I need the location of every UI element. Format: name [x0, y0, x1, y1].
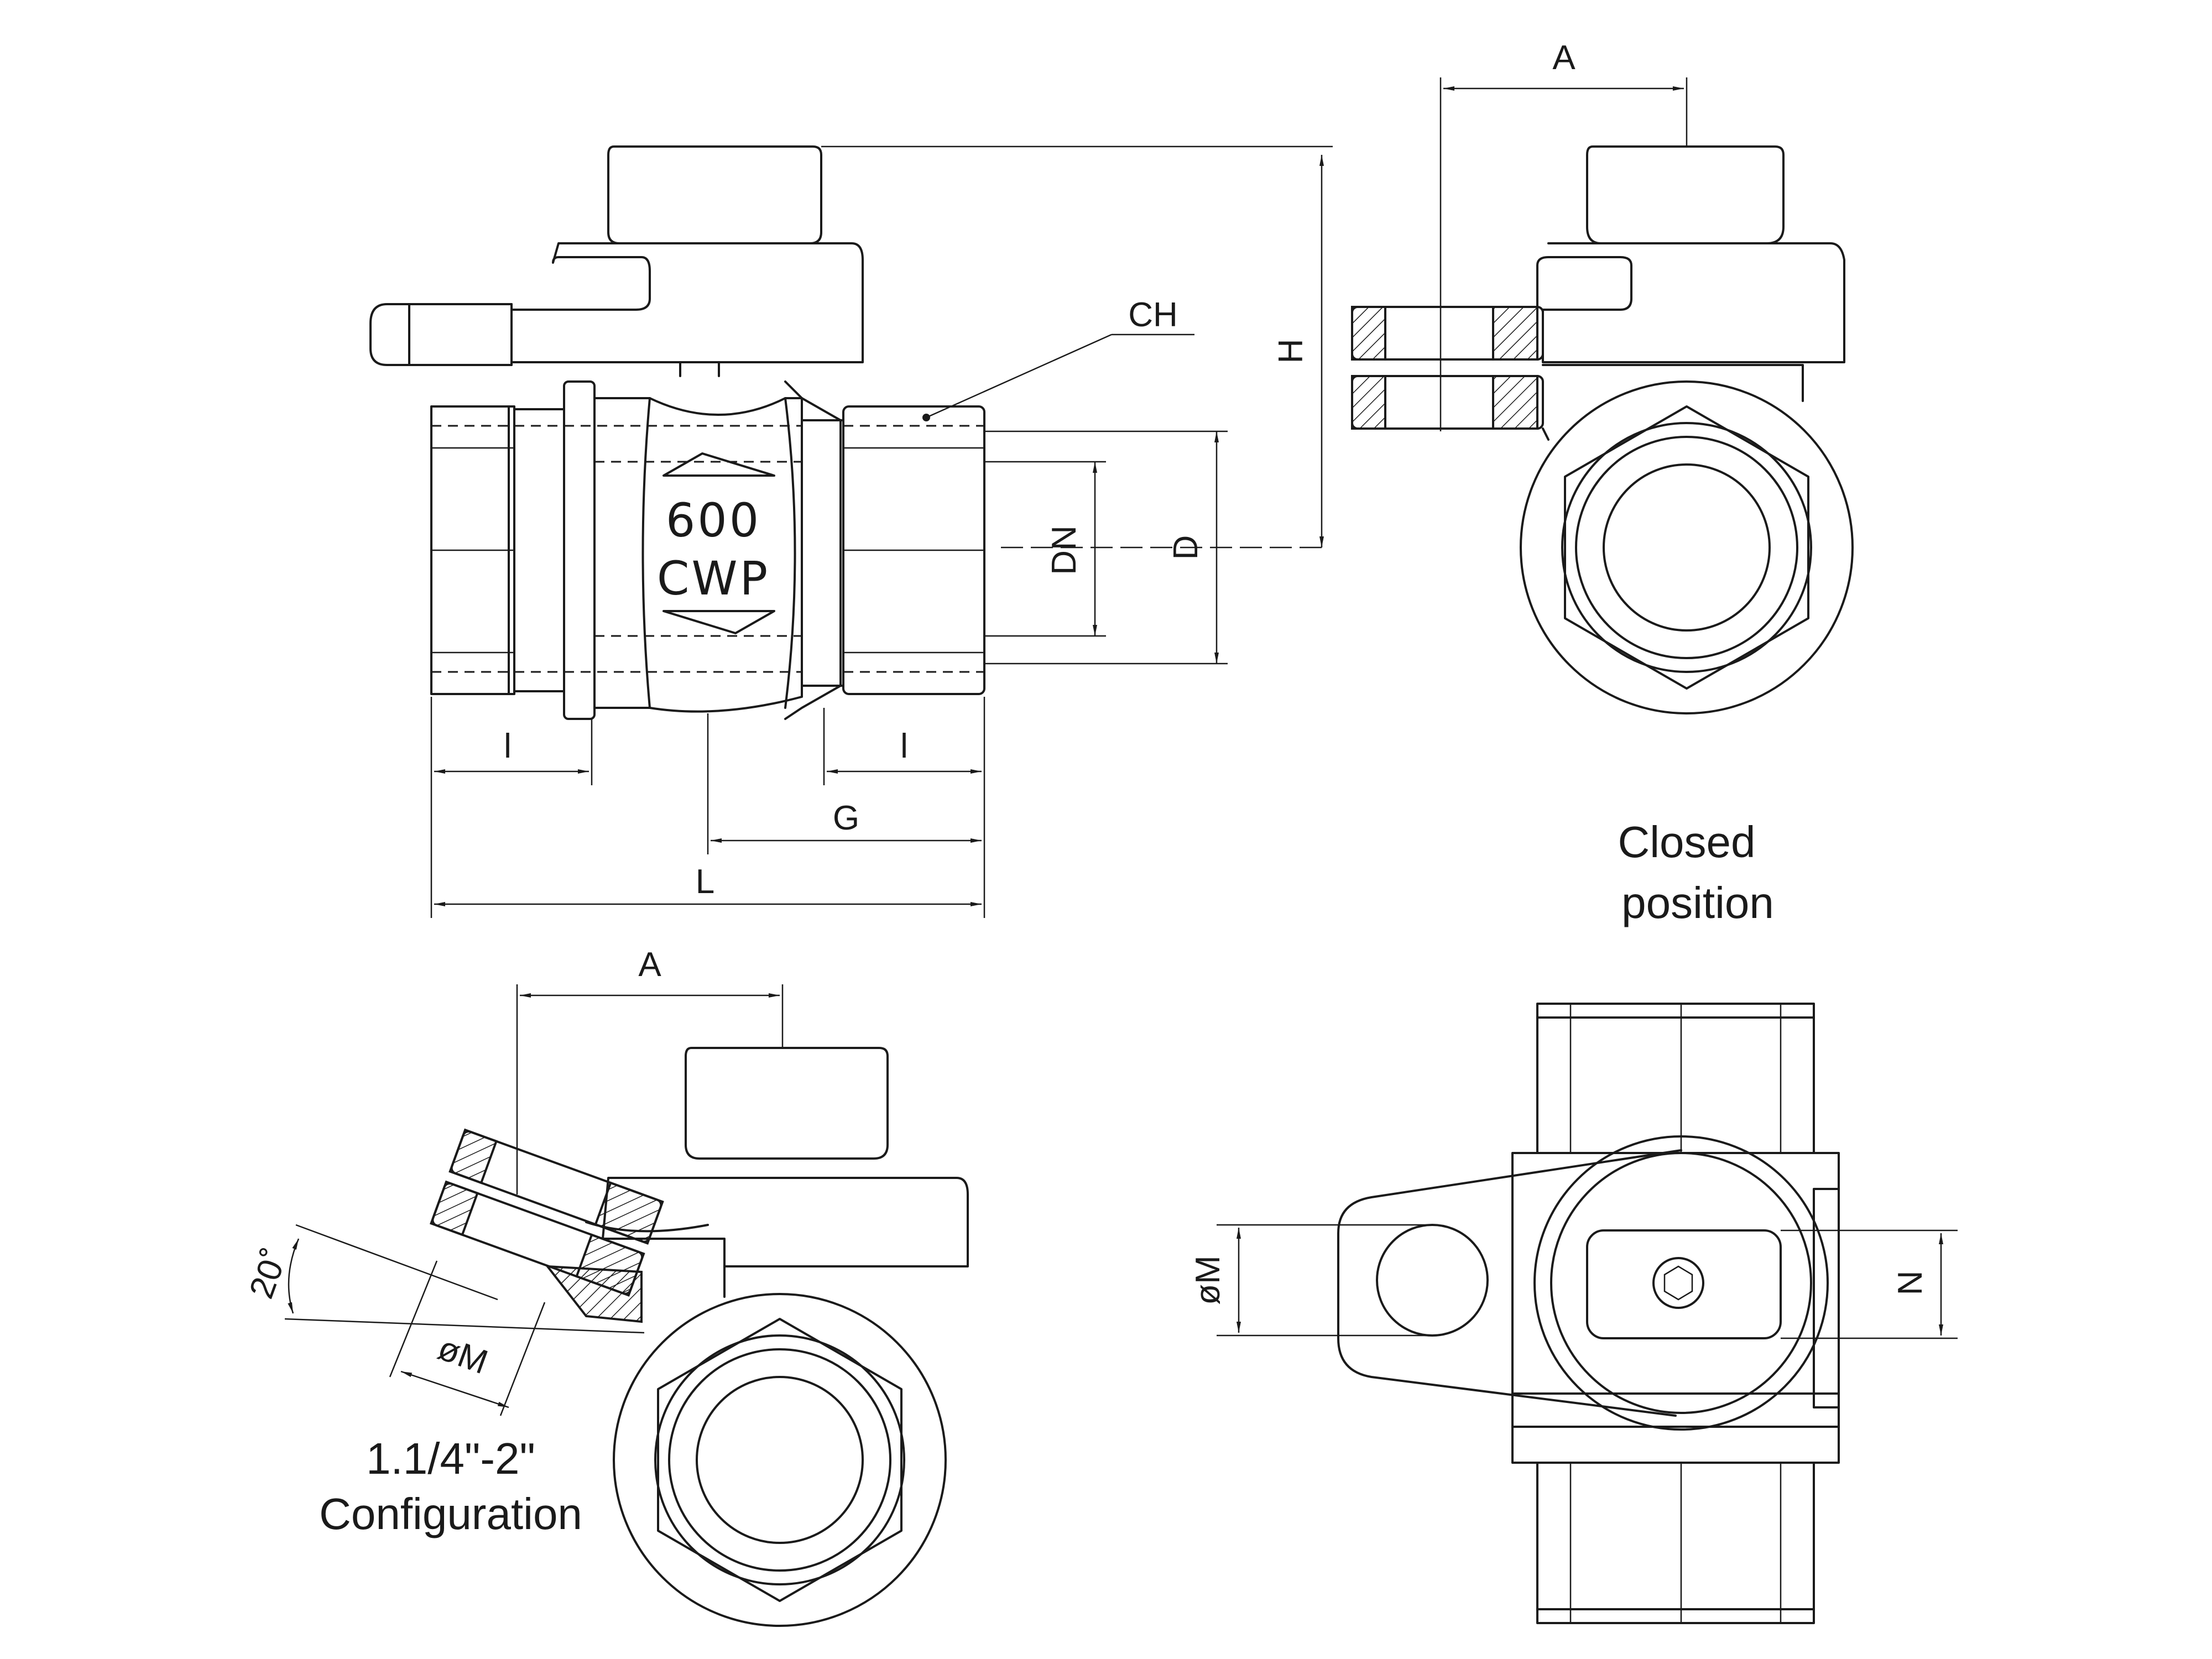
- angle-label: 20˚: [242, 1244, 295, 1303]
- config-handle-cap: [685, 1047, 889, 1160]
- m-bottom-left-label: øM: [433, 1329, 493, 1381]
- flow-arrow-bottom: [662, 610, 775, 634]
- handle-cap-side: [1586, 145, 1785, 244]
- left-flange: [513, 408, 565, 692]
- config-bore: [696, 1376, 864, 1544]
- config-line2: Configuration: [319, 1489, 582, 1538]
- side-outer-circle: [1520, 380, 1854, 714]
- config-outer-circle: [613, 1293, 947, 1627]
- pressure-unit: CWP: [657, 551, 770, 606]
- flow-arrow-top: [662, 452, 775, 477]
- m-bottom-right-label: øM: [1189, 1255, 1227, 1305]
- side-view-closed: A Closed position: [1351, 39, 1854, 927]
- front-view: 600 CWP CH DN D H l l G L: [369, 145, 1333, 918]
- handle-cap: [607, 145, 822, 244]
- hex-socket: [1652, 1257, 1704, 1309]
- l-total-label: L: [696, 863, 714, 901]
- handle-body: [510, 242, 864, 363]
- a-bottom-label: A: [638, 946, 661, 984]
- g-label: G: [833, 799, 859, 837]
- side-bore: [1603, 463, 1771, 632]
- top-view-lever: [1337, 1149, 1682, 1417]
- closed-line1: Closed: [1618, 817, 1755, 867]
- lever-hole: [1376, 1224, 1489, 1337]
- side-hex: [1564, 405, 1809, 690]
- configuration-view: A 20˚ øM 1.1/4"-2" Configuration: [242, 946, 969, 1627]
- top-view-lower-nut: [1536, 1462, 1815, 1624]
- top-view-cap: [1533, 1135, 1829, 1431]
- stem-slot: [1586, 1229, 1782, 1339]
- n-label: N: [1891, 1271, 1929, 1296]
- union-ring: [563, 380, 596, 720]
- dn-label: DN: [1045, 525, 1083, 575]
- top-view: øM N: [1189, 1003, 1958, 1624]
- l-left-label: l: [504, 727, 512, 765]
- handle-lever: [369, 303, 513, 366]
- l-right-label: l: [900, 727, 908, 765]
- top-view-upper-nut: [1536, 1003, 1815, 1154]
- closed-line2: position: [1621, 878, 1774, 927]
- ch-label: CH: [1128, 296, 1178, 334]
- h-label: H: [1272, 339, 1310, 364]
- a-top-label: A: [1552, 39, 1575, 77]
- pressure-value: 600: [666, 493, 761, 547]
- config-line1: 1.1/4"-2": [366, 1434, 535, 1483]
- config-hex: [657, 1318, 902, 1602]
